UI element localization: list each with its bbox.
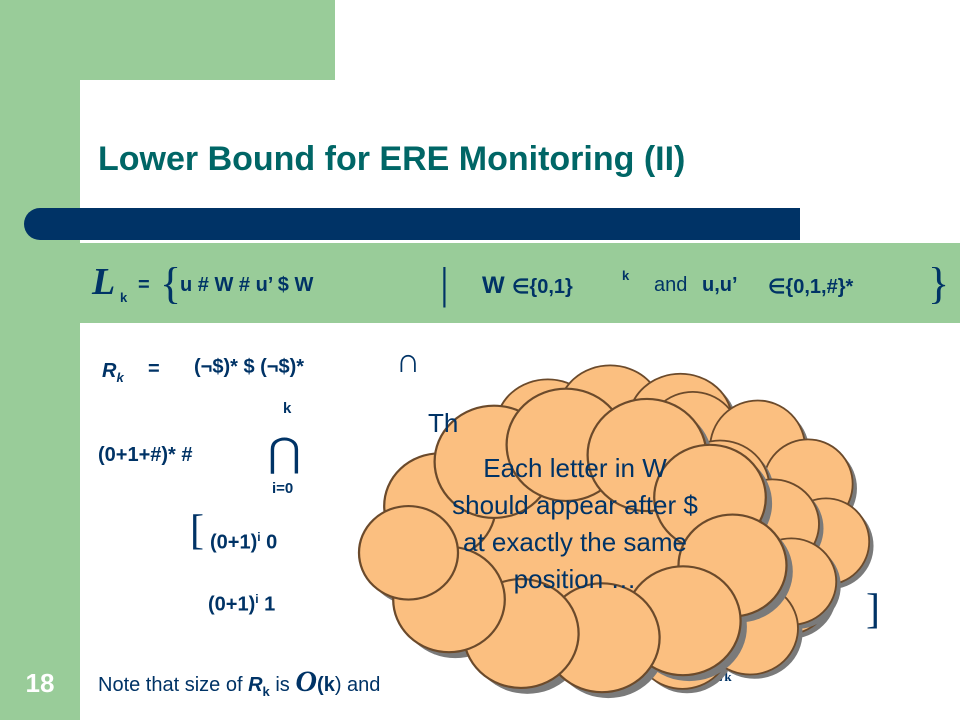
and-word: and: [654, 274, 688, 296]
w-symbol: W: [482, 272, 505, 299]
note-line: Note that size of Rk is O(k) and: [98, 665, 381, 699]
L-symbol: L: [92, 261, 116, 303]
intersect-symbol: ∩: [396, 342, 421, 380]
open-brace: {: [160, 259, 182, 308]
title-underline-bar: [24, 208, 800, 240]
cloud-line-1: Each letter in W: [483, 453, 667, 483]
R-label: Rk: [102, 360, 124, 385]
rounded-corner: [80, 80, 200, 200]
membership-alphabet: ∈{0,1,#}*: [768, 276, 854, 298]
cloud-line-2: should appear after $: [452, 490, 698, 520]
definition-band: [80, 243, 960, 323]
open-bracket: [: [190, 508, 204, 554]
regex-line-1: (¬$)* $ (¬$)*: [194, 356, 305, 378]
slide-title: Lower Bound for ERE Monitoring (II): [98, 140, 686, 178]
hidden-cloud-text: Th: [428, 408, 459, 438]
slide-number: 18: [25, 668, 55, 698]
vars: u,u’: [702, 274, 738, 296]
i-lower-limit: i=0: [272, 480, 294, 497]
equals-sign: =: [138, 274, 150, 296]
close-brace: }: [928, 259, 950, 308]
cloud-line-3: at exactly the same: [463, 527, 687, 557]
regex-line-4: (0+1)i 1: [208, 592, 276, 616]
cloud-front-text: Each letter in W should appear after $ a…: [380, 450, 770, 598]
k-upper-limit: k: [283, 400, 292, 417]
regex-line-3: (0+1)i 0: [210, 530, 278, 554]
set-bar: |: [440, 259, 449, 308]
cloud-line-4: position …: [513, 564, 637, 594]
left-part: u # W # u’ $ W: [180, 274, 314, 296]
membership-binary: ∈{0,1}: [512, 276, 573, 298]
left-green-stripe: [0, 0, 80, 720]
membership-sup: k: [622, 268, 630, 283]
big-intersect-symbol: ⋂: [268, 431, 301, 475]
regex-line-2: (0+1+#)* #: [98, 444, 193, 466]
R-equals: =: [148, 358, 160, 380]
close-bracket: ]: [866, 587, 880, 633]
L-subscript: k: [120, 290, 128, 305]
